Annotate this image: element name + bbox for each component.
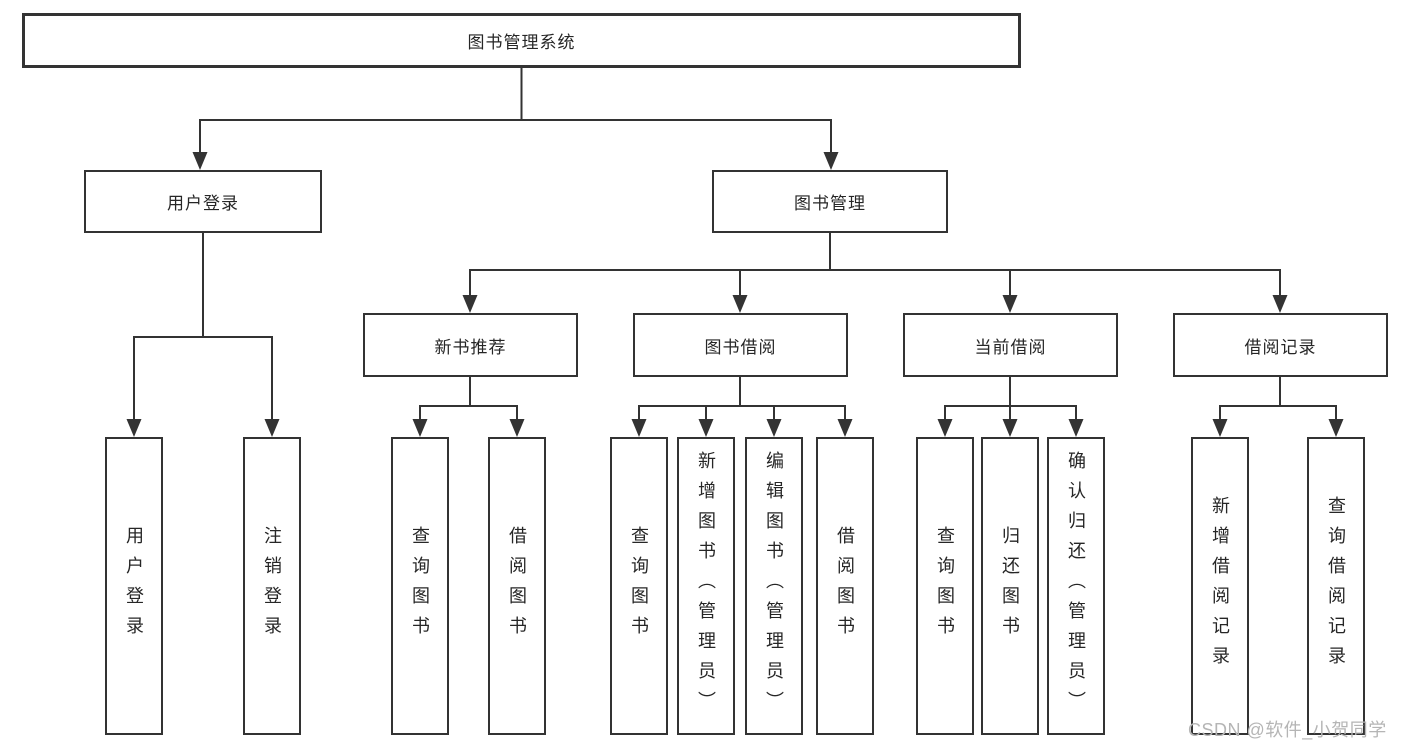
node-current-borrow-label: 当前借阅: [974, 337, 1047, 357]
leaf-borrow-books-label: 借阅图书: [835, 526, 855, 646]
leaf-add-books-admin-label: 新增图书（管理员）: [696, 451, 716, 721]
node-book-borrow: 图书借阅: [633, 313, 848, 377]
leaf-current-query-books: 查询图书: [916, 437, 974, 735]
leaf-borrow-query-books: 查询图书: [610, 437, 668, 735]
leaf-borrow-books: 借阅图书: [816, 437, 874, 735]
node-book-management: 图书管理: [712, 170, 948, 233]
leaf-query-borrow-record: 查询借阅记录: [1307, 437, 1365, 735]
leaf-edit-books-admin-label: 编辑图书（管理员）: [764, 451, 784, 721]
node-current-borrow: 当前借阅: [903, 313, 1118, 377]
leaf-confirm-return-admin: 确认归还（管理员）: [1047, 437, 1105, 735]
leaf-current-query-books-label: 查询图书: [935, 526, 955, 646]
leaf-edit-books-admin: 编辑图书（管理员）: [745, 437, 803, 735]
leaf-logout-label: 注销登录: [262, 526, 282, 646]
leaf-logout: 注销登录: [243, 437, 301, 735]
arrowheads: [126, 152, 1344, 437]
node-new-book-recommend: 新书推荐: [363, 313, 578, 377]
leaf-query-borrow-record-label: 查询借阅记录: [1326, 496, 1346, 676]
watermark: CSDN @软件_小贺同学: [1188, 720, 1387, 740]
leaf-borrow-query-books-label: 查询图书: [629, 526, 649, 646]
leaf-user-login-label: 用户登录: [124, 526, 144, 646]
node-new-book-recommend-label: 新书推荐: [434, 337, 507, 357]
node-root-label: 图书管理系统: [467, 33, 576, 52]
leaf-add-borrow-record-label: 新增借阅记录: [1210, 496, 1230, 676]
leaf-recommend-borrow-books: 借阅图书: [488, 437, 546, 735]
leaf-add-borrow-record: 新增借阅记录: [1191, 437, 1249, 735]
leaf-recommend-borrow-books-label: 借阅图书: [507, 526, 527, 646]
node-user-login-label: 用户登录: [167, 194, 239, 213]
node-borrow-records: 借阅记录: [1173, 313, 1388, 377]
leaf-add-books-admin: 新增图书（管理员）: [677, 437, 735, 735]
leaf-return-books-label: 归还图书: [1000, 526, 1020, 646]
leaf-recommend-query-books: 查询图书: [391, 437, 449, 735]
leaf-confirm-return-admin-label: 确认归还（管理员）: [1066, 451, 1086, 721]
node-borrow-records-label: 借阅记录: [1244, 337, 1317, 357]
node-root: 图书管理系统: [22, 13, 1021, 68]
node-user-login: 用户登录: [84, 170, 322, 233]
node-book-borrow-label: 图书借阅: [704, 337, 777, 357]
leaf-return-books: 归还图书: [981, 437, 1039, 735]
node-book-management-label: 图书管理: [794, 194, 866, 213]
leaf-recommend-query-books-label: 查询图书: [410, 526, 430, 646]
leaf-user-login: 用户登录: [105, 437, 163, 735]
